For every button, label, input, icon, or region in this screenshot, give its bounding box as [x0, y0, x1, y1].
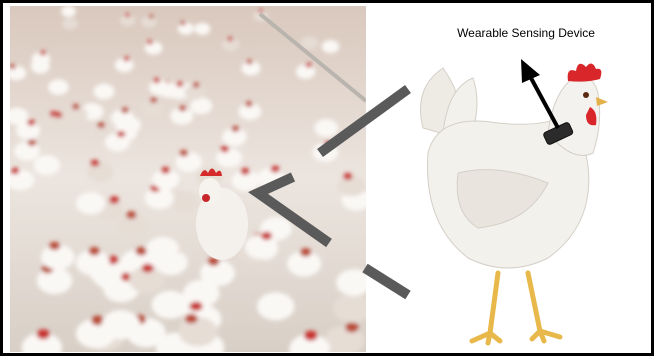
hen-leg-left	[472, 273, 500, 343]
zoom-bracket	[258, 177, 329, 243]
hen-leg-right	[528, 273, 560, 341]
hen-photo	[398, 33, 638, 353]
hen-eye	[583, 92, 589, 98]
callout-line-top	[320, 89, 408, 153]
hen-comb	[568, 63, 602, 81]
device-label: Wearable Sensing Device	[441, 26, 611, 40]
arrow-shaft	[531, 78, 558, 128]
hen-beak	[596, 97, 608, 106]
